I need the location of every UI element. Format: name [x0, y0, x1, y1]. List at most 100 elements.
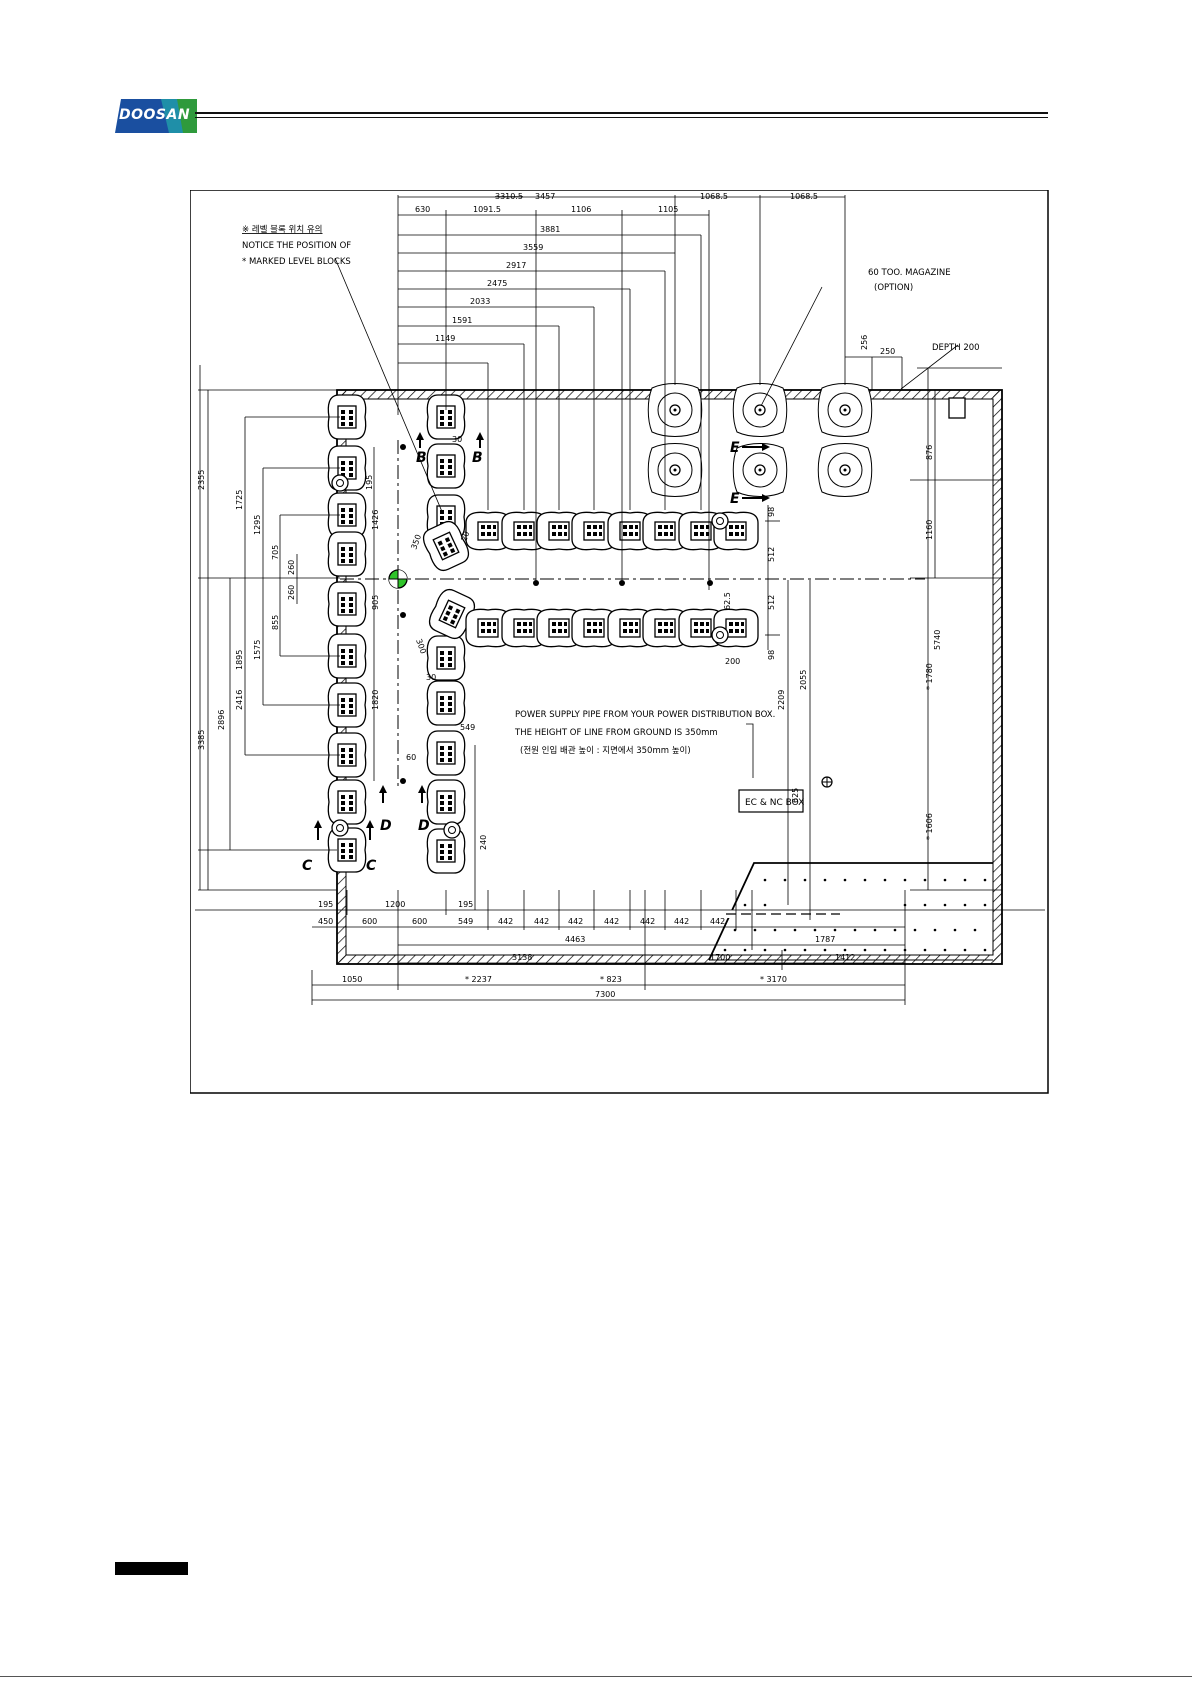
dim-1606: * 1606: [925, 813, 934, 840]
dim-350: 350: [409, 533, 423, 550]
dim-5740: 5740: [933, 630, 942, 650]
dim-bottom-1200: 1200: [385, 900, 405, 909]
centerline-markers: [400, 444, 713, 784]
dim-256: 256: [860, 335, 869, 350]
dim-3385: 3385: [197, 730, 206, 750]
dim-bottom-3138: 3138: [512, 953, 532, 962]
leveling-pads-left: [327, 394, 479, 874]
dim-1820: 1820: [371, 690, 380, 710]
dim-bottom-442g: 442: [710, 917, 725, 926]
dim-1725: 1725: [235, 490, 244, 510]
dim-1160: 1160: [925, 520, 934, 540]
dim-905: 905: [371, 595, 380, 610]
dim-2896: 2896: [217, 710, 226, 730]
dim-bottom-1050: 1050: [342, 975, 362, 984]
dim-260a: 260: [287, 560, 296, 575]
section-c-right: C: [366, 858, 377, 874]
notes-and-labels: ※ 레벨 블록 위치 유의 NOTICE THE POSITION OF * M…: [242, 224, 980, 756]
level-datum: [388, 569, 408, 589]
doosan-logo-text: DOOSAN: [119, 107, 191, 123]
dim-30a: 30: [452, 435, 462, 444]
dim-240: 240: [479, 835, 488, 850]
dim-2917: 2917: [506, 261, 526, 270]
header-rule-thin: [195, 117, 1048, 118]
leader-lines: [334, 257, 959, 778]
footer-bar: [115, 1562, 188, 1575]
header-rule: [195, 112, 1048, 114]
dim-bottom-1700: 1700: [710, 953, 730, 962]
dim-2355: 2355: [197, 470, 206, 490]
magazine-label: 60 TOO. MAGAZINE: [868, 268, 951, 278]
dim-bottom-442a: 442: [498, 917, 513, 926]
dim-62: 62.5: [723, 592, 732, 610]
dim-top-seg1: 1068.5: [700, 192, 728, 201]
dim-3559: 3559: [523, 243, 543, 252]
magazine-pads: [647, 382, 873, 498]
dim-60: 60: [406, 753, 416, 762]
dim-300: 300: [414, 638, 428, 655]
dimension-texts: 3310.5 3457 1068.5 1068.5 630 1091.5 110…: [197, 192, 942, 999]
foundation-layout-drawing: EC & NC BOX: [190, 190, 1049, 1094]
dim-98a: 98: [767, 507, 776, 517]
dimension-lines: [195, 195, 1045, 1005]
dim-bottom-2237: * 2237: [465, 975, 492, 984]
section-b-left: B: [416, 450, 427, 466]
dim-250: 250: [880, 347, 895, 356]
dim-630: 630: [415, 205, 430, 214]
dim-bottom-1787: 1787: [815, 935, 835, 944]
section-c-left: C: [302, 858, 313, 874]
dim-bottom-195a: 195: [318, 900, 333, 909]
dim-1780: * 1780: [925, 663, 934, 690]
dim-98b: 98: [767, 650, 776, 660]
dim-2033: 2033: [470, 297, 490, 306]
dim-top-seg2: 1068.5: [790, 192, 818, 201]
dim-bottom-549: 549: [458, 917, 473, 926]
dim-bottom-442d: 442: [604, 917, 619, 926]
section-b-right: B: [472, 450, 483, 466]
doosan-logo: DOOSAN: [115, 97, 197, 135]
dim-1149: 1149: [435, 334, 455, 343]
note-line1: NOTICE THE POSITION OF: [242, 241, 351, 251]
dim-1295: 1295: [253, 515, 262, 535]
section-markers: B B C C D D E E: [302, 432, 770, 874]
dim-bottom-442c: 442: [568, 917, 583, 926]
power-note-line2: THE HEIGHT OF LINE FROM GROUND IS 350mm: [514, 728, 718, 738]
dim-bottom-442e: 442: [640, 917, 655, 926]
dim-1091: 1091.5: [473, 205, 501, 214]
depth-label: DEPTH 200: [932, 343, 980, 353]
dim-1105: 1105: [658, 205, 678, 214]
dim-bottom-195b: 195: [458, 900, 473, 909]
section-d-left: D: [380, 818, 392, 834]
dim-1895: 1895: [235, 650, 244, 670]
dim-bottom-600b: 600: [412, 917, 427, 926]
ec-nc-box-label: EC & NC BOX: [745, 798, 804, 808]
dim-2055: 2055: [799, 670, 808, 690]
dim-3881: 3881: [540, 225, 560, 234]
dim-bottom-1412: 1412: [835, 953, 855, 962]
doosan-logo-mark: [115, 99, 197, 133]
dim-bottom-823: * 823: [600, 975, 622, 984]
dim-top-total: 3457: [535, 192, 555, 201]
drawing-frame: [190, 190, 1049, 1094]
footer-rule: [0, 1676, 1192, 1677]
dim-2475: 2475: [487, 279, 507, 288]
dim-855: 855: [271, 615, 280, 630]
dim-30b: 30: [426, 673, 436, 682]
dim-1426: 1426: [371, 510, 380, 530]
dim-2416: 2416: [235, 690, 244, 710]
option-label: (OPTION): [874, 283, 913, 293]
dim-625: 625: [791, 788, 800, 803]
dim-512b: 512: [767, 595, 776, 610]
dim-549b: 549: [460, 723, 475, 732]
dim-bottom-3170: * 3170: [760, 975, 787, 984]
dim-512a: 512: [767, 547, 776, 562]
power-note-korean: (전원 인입 배관 높이 : 지면에서 350mm 높이): [520, 745, 691, 756]
dim-bottom-450: 450: [318, 917, 333, 926]
dim-bottom-442f: 442: [674, 917, 689, 926]
section-d-right: D: [418, 818, 430, 834]
section-e-bottom: E: [730, 491, 740, 507]
dim-260b: 260: [287, 585, 296, 600]
power-note-line1: POWER SUPPLY PIPE FROM YOUR POWER DISTRI…: [515, 710, 775, 720]
dim-876: 876: [925, 445, 934, 460]
ec-nc-box-area: EC & NC BOX: [708, 776, 993, 961]
